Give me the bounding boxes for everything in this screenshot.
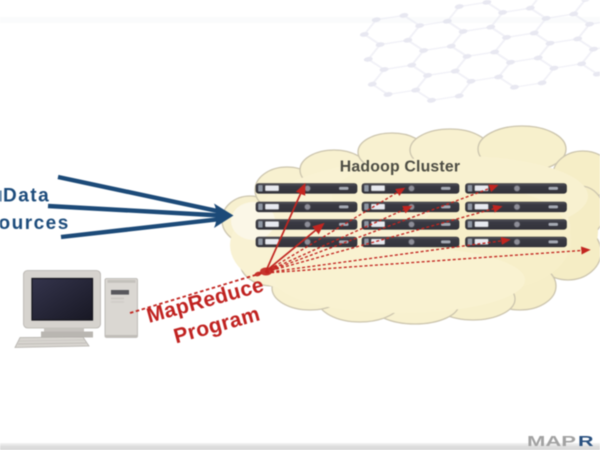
svg-text:R: R: [578, 434, 594, 450]
svg-text:ources: ources: [0, 213, 70, 234]
svg-text:Data: Data: [3, 186, 50, 207]
svg-text:Hadoop Cluster: Hadoop Cluster: [340, 159, 460, 176]
svg-text:MAP: MAP: [527, 434, 576, 450]
